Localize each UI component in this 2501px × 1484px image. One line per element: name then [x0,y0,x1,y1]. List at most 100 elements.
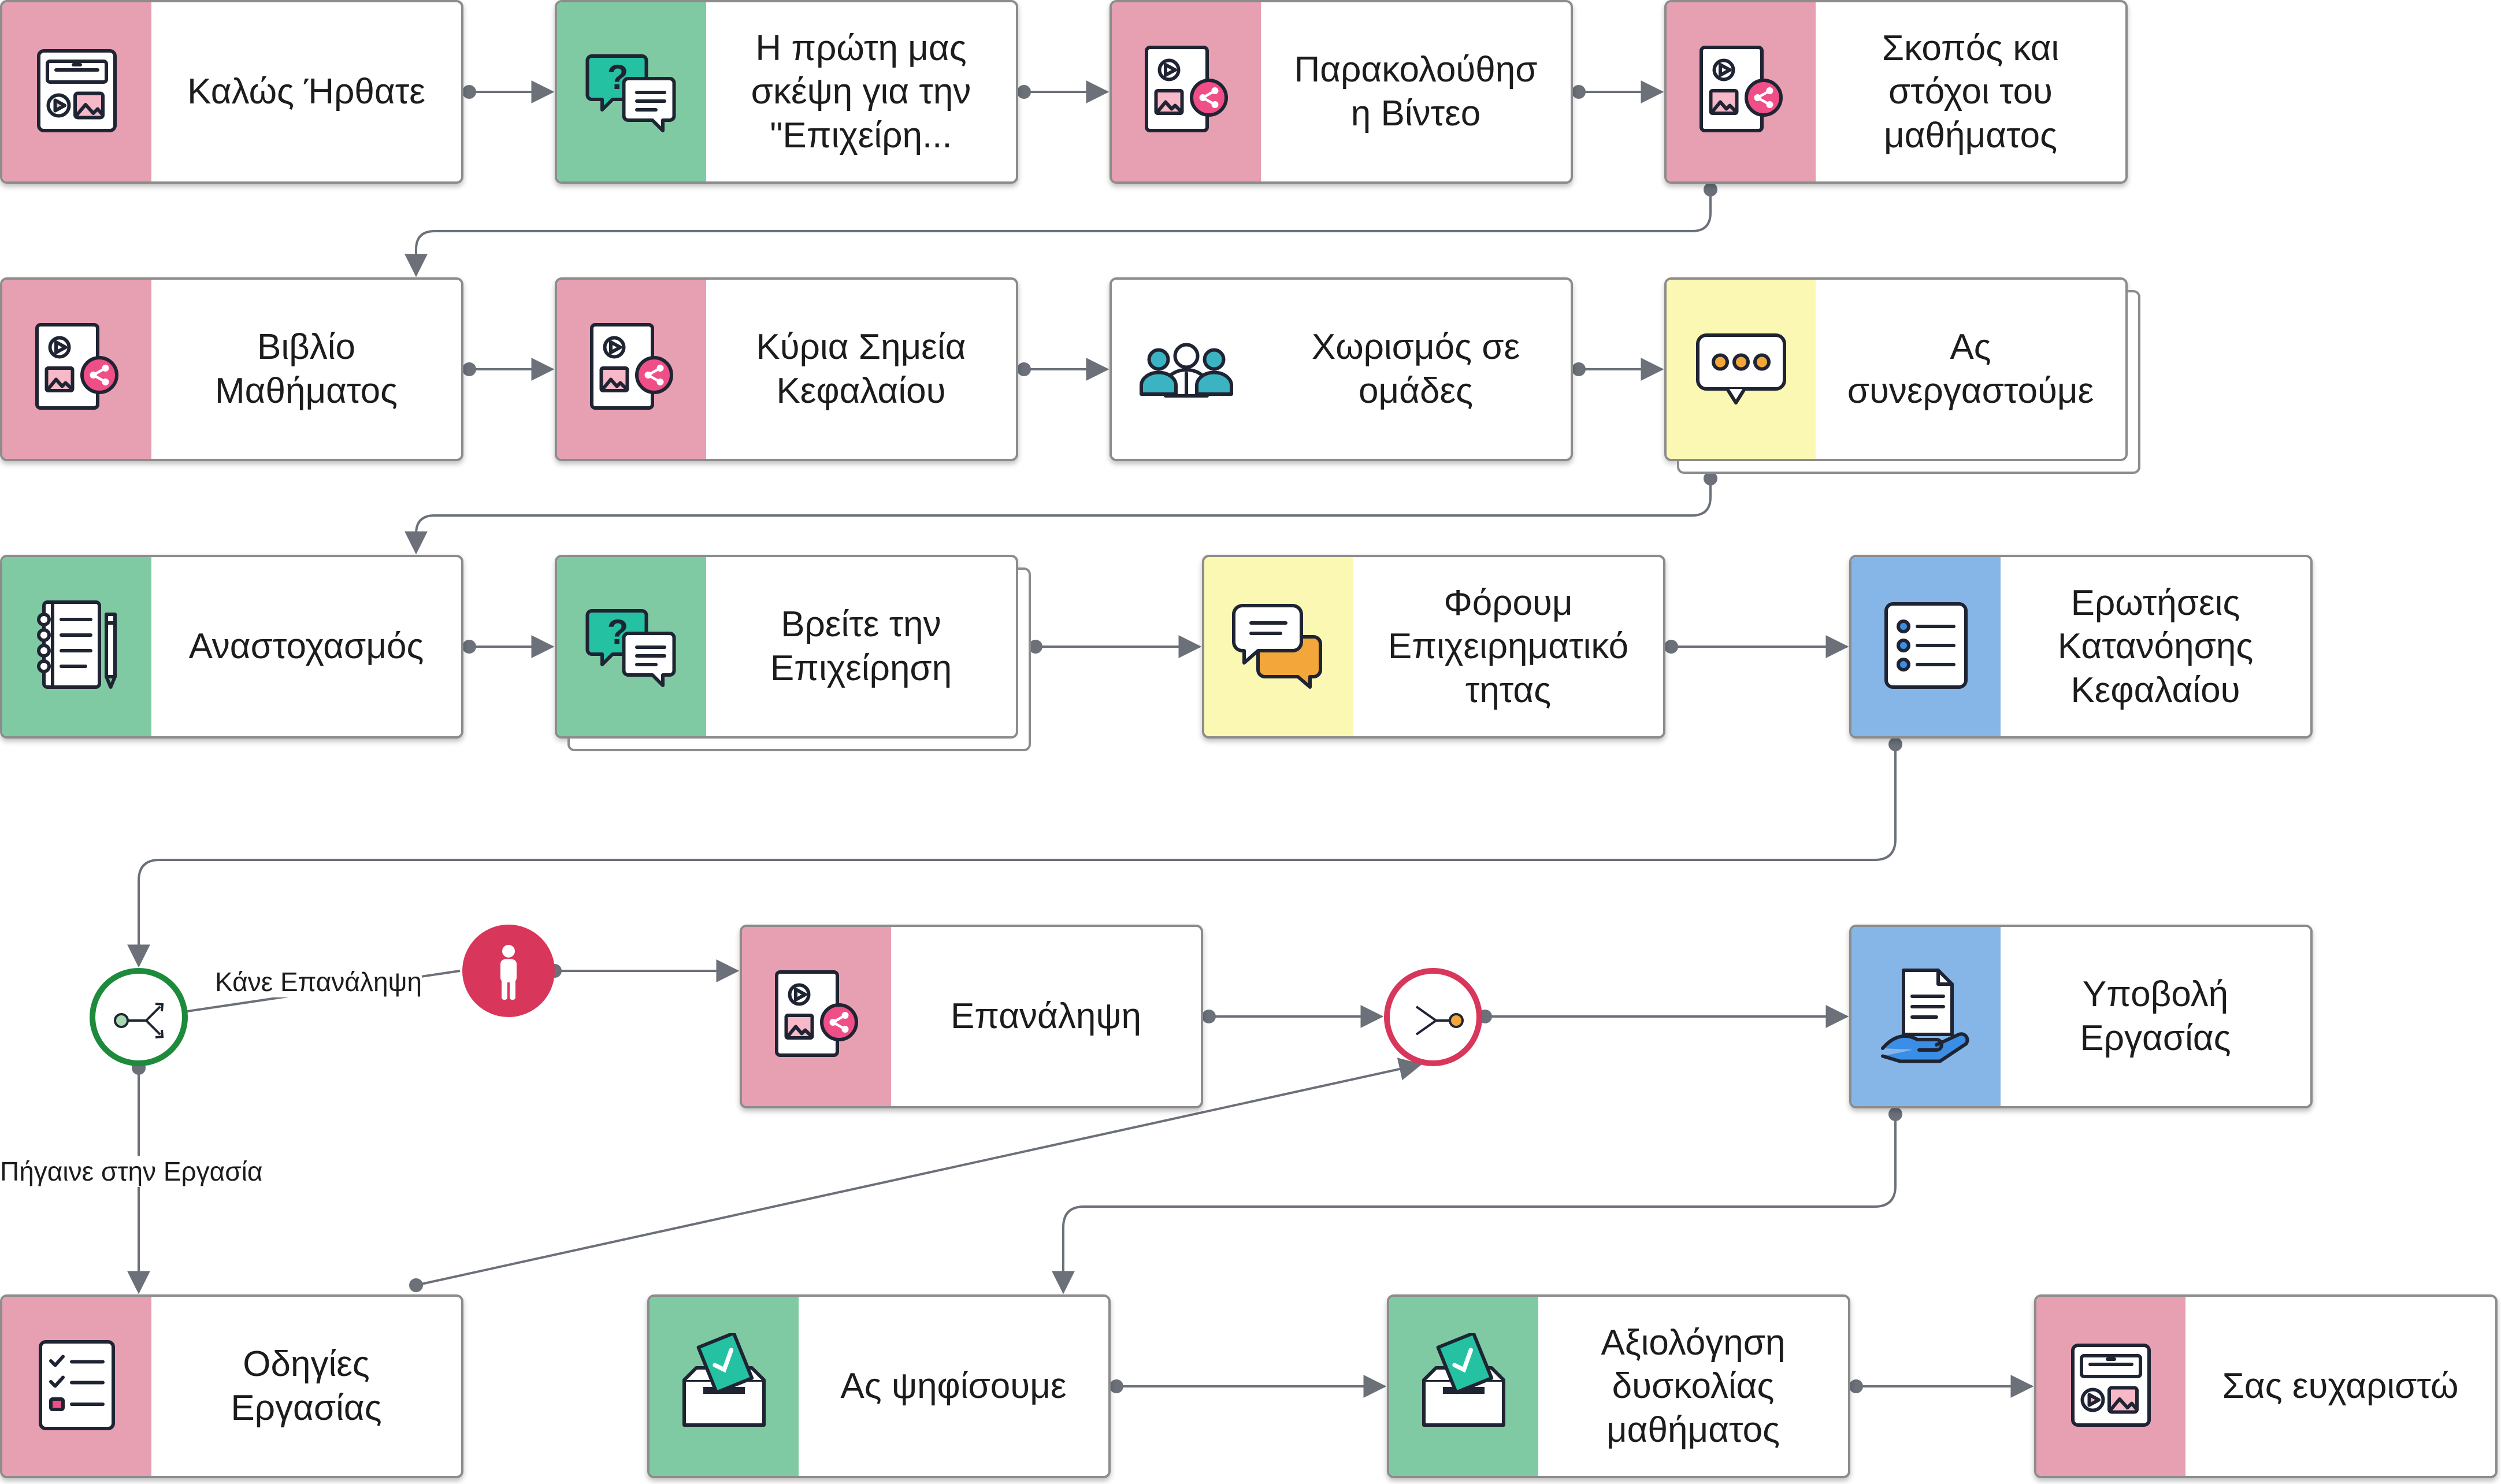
node-forum[interactable]: Φόρουμ Επιχειρηματικό τητας [1202,555,1665,739]
node-band [1851,557,2001,736]
connector-dot [1849,1379,1863,1393]
node-label: Αξιολόγηση δυσκολίας μαθήματος [1601,1322,1786,1450]
connector-dot [409,1278,423,1292]
node-label: Η πρώτη μας σκέψη για την "Επιχείρη... [751,28,971,155]
connector-dot [1110,1379,1123,1393]
node-band [1389,1297,1538,1476]
node-band [2,280,151,459]
node-band [2036,1297,2185,1476]
node-band [1204,557,1353,736]
connector [415,1058,1423,1286]
node-label: Αναστοχασμός [188,626,424,667]
group-people-icon [1134,316,1238,423]
node-band [650,1297,799,1476]
connector-dot [1704,183,1717,196]
node-label: Βιβλίο Μαθήματος [215,327,398,411]
node-band [1667,2,1816,181]
node-label: Καλώς Ήρθατε [187,72,425,112]
node-label: Επανάληψη [950,996,1142,1037]
node-revision[interactable]: Επανάληψη [740,925,1203,1108]
chat-bubble-icon [1689,316,1793,423]
node-first-thought[interactable]: ? Η πρώτη μας σκέψη για την "Επιχείρη... [555,0,1018,184]
media-share-icon [580,316,684,423]
connector-dot [1017,85,1031,99]
connector-dot [1029,640,1042,654]
node-difficulty-rating[interactable]: Αξιολόγηση δυσκολίας μαθήματος [1387,1294,1850,1478]
node-vote[interactable]: Ας ψηφίσουμε [647,1294,1111,1478]
media-share-icon [1689,39,1793,146]
notebook-pencil-icon [25,593,129,700]
forum-bubbles-icon [1227,593,1331,700]
document-hand-icon [1874,963,1978,1070]
node-band: ? [557,2,706,181]
node-collaborate[interactable]: Ας συνεργαστούμε [1664,277,2128,461]
node-band [1112,2,1261,181]
node-label: Οδηγίες Εργασίας [231,1344,382,1428]
node-welcome[interactable]: Καλώς Ήρθατε [0,0,463,184]
node-label: Ας ψηφίσουμε [840,1366,1067,1407]
node-band [557,280,706,459]
ballot-box-icon [1412,1331,1516,1440]
node-course-book[interactable]: Βιβλίο Μαθήματος [0,277,463,461]
connector-dot [1572,362,1586,376]
node-label: Σας ευχαριστώ [2222,1366,2459,1407]
connector [405,190,1712,277]
connector [1052,1114,1897,1294]
presentation-icon [25,39,129,146]
node-label: Φόρουμ Επιχειρηματικό τητας [1387,583,1629,710]
merge-gateway[interactable] [1384,968,1482,1066]
node-label: Κύρια Σημεία Κεφαλαίου [756,327,966,411]
node-label: Ερωτήσεις Κατανόησης Κεφαλαίου [2057,583,2254,710]
node-submit-assignment[interactable]: Υποβολή Εργασίας [1849,925,2313,1108]
node-find-business[interactable]: ? Βρείτε την Επιχείρηση [555,555,1018,739]
node-label: Υποβολή Εργασίας [2080,974,2231,1058]
node-band [2,557,151,736]
person-icon [462,945,555,1019]
connector-dot [1704,472,1717,485]
node-reflection[interactable]: Αναστοχασμός [0,555,463,739]
connector-dot [462,85,476,99]
node-band [742,927,891,1106]
connector-dot [462,362,476,376]
node-label: Βρείτε την Επιχείρηση [770,604,952,688]
connector-dot [1888,737,1902,751]
node-groups[interactable]: Χωρισμός σε ομάδες [1110,277,1573,461]
chat-question-icon: ? [580,593,684,700]
node-key-points[interactable]: Κύρια Σημεία Κεφαλαίου [555,277,1018,461]
connector-dot [1664,640,1678,654]
checklist-icon [1874,593,1978,700]
node-thank-you[interactable]: Σας ευχαριστώ [2034,1294,2498,1478]
node-band [1667,280,1816,459]
connector [405,478,1712,555]
connector-dot [1572,85,1586,99]
connector-dot [1017,362,1031,376]
connector-dot [1202,1010,1216,1023]
edge-label-assignment: Πήγαινε στην Εργασία [0,1156,263,1187]
node-goals[interactable]: Σκοπός και στόχοι του μαθήματος [1664,0,2128,184]
node-band [1851,927,2001,1106]
media-share-icon [25,316,129,423]
node-band: ? [557,557,706,736]
node-quiz[interactable]: Ερωτήσεις Κατανόησης Κεφαλαίου [1849,555,2313,739]
node-label: Ας συνεργαστούμε [1847,327,2094,411]
connector [127,744,1897,968]
edge-label-repeat: Κάνε Επανάληψη [215,966,422,997]
media-share-icon [1134,39,1238,146]
node-band [2,1297,151,1476]
connector-dot [1888,1107,1902,1121]
split-gateway[interactable] [90,968,188,1066]
node-watch-video[interactable]: Παρακολούθησ η Βίντεο [1110,0,1573,184]
node-label: Παρακολούθησ η Βίντεο [1294,50,1538,133]
node-label: Χωρισμός σε ομάδες [1311,327,1520,411]
node-label: Σκοπός και στόχοι του μαθήματος [1882,28,2060,155]
task-list-icon [25,1333,129,1440]
presentation-icon [2059,1333,2163,1440]
chat-question-icon: ? [580,39,684,146]
node-assignment-instructions[interactable]: Οδηγίες Εργασίας [0,1294,463,1478]
person-node[interactable] [462,925,555,1017]
media-share-icon [765,963,869,1070]
connector-dot [462,640,476,654]
node-band [2,2,151,181]
ballot-box-icon [672,1331,776,1440]
